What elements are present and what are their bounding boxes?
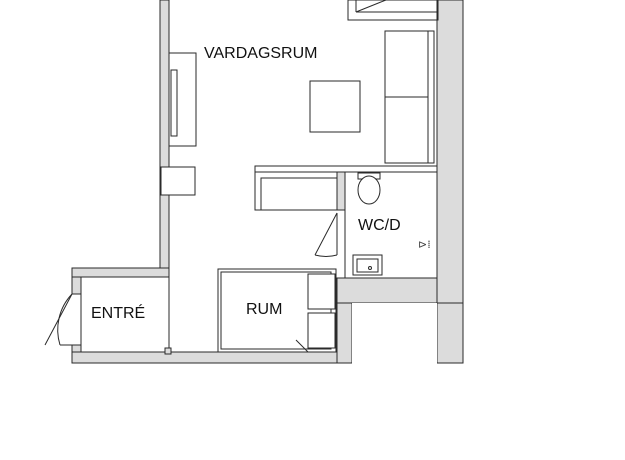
living-furniture — [254, 30, 435, 211]
wall-right-bottom-column — [436, 302, 464, 364]
bedroom-furniture — [217, 268, 337, 353]
wall-shelf-inner — [170, 69, 178, 137]
sink-basin — [356, 258, 379, 273]
pillow-top — [307, 273, 336, 310]
pillow-bottom — [307, 312, 336, 349]
wall-left-living — [159, 0, 170, 269]
room-label-wc: WC/D — [358, 217, 401, 234]
entry-door — [44, 293, 172, 355]
wall-top-entry — [71, 267, 170, 278]
wall-wc-left — [336, 169, 346, 211]
coffee-table — [309, 80, 361, 133]
wall-column-lower — [336, 302, 353, 364]
wall-wc-top — [254, 165, 438, 173]
toilet-bowl — [357, 175, 381, 205]
sofa-back — [427, 30, 435, 164]
outside-area — [352, 303, 437, 365]
threshold — [164, 347, 172, 355]
room-label-vardagsrum: VARDAGSRUM — [204, 45, 318, 62]
room-label-rum: RUM — [246, 301, 282, 318]
wc-door — [314, 212, 338, 257]
room-label-entre: ENTRÉ — [91, 303, 145, 322]
wall-unit — [160, 52, 197, 196]
doorway-block — [160, 166, 196, 196]
wall-wc-bottom — [336, 277, 438, 304]
sideboard-inner — [260, 177, 338, 211]
ventilation-icon: ⊳⁞ — [418, 238, 431, 251]
wall-bottom — [71, 351, 353, 364]
wc-fixtures: ⊳⁞ — [352, 172, 431, 276]
